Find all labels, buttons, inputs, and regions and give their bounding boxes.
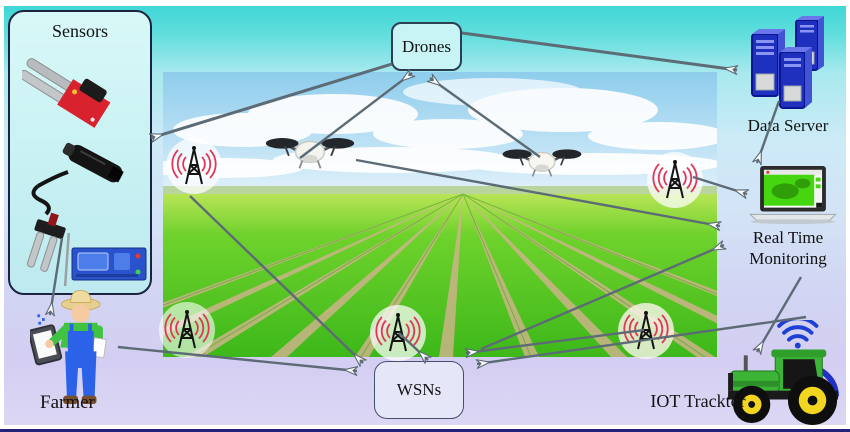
boot-right xyxy=(81,395,97,404)
farmer-label: Farmer xyxy=(40,392,95,413)
chassis xyxy=(728,390,839,400)
wifi-dot xyxy=(794,342,801,349)
exhaust-pipe xyxy=(743,355,748,377)
drones-label: Drones xyxy=(401,36,452,56)
antenna-bottom-center-icon xyxy=(370,305,426,361)
server-tower-front xyxy=(779,47,812,109)
sensors-panel-title: Sensors xyxy=(51,21,108,41)
overalls-legs xyxy=(65,351,97,398)
bottom-border-line xyxy=(0,429,850,432)
antenna-top-right-icon xyxy=(647,152,703,208)
drones-node-box: Drones xyxy=(391,22,462,71)
overalls-bib xyxy=(67,331,94,354)
left-arm xyxy=(48,324,69,346)
grille xyxy=(728,373,733,391)
iot-tractor-icon xyxy=(728,320,839,426)
left-hand xyxy=(45,339,54,349)
wifi-signal-icon xyxy=(777,320,819,342)
soil-moisture-sensor-icon xyxy=(22,58,111,128)
handheld-probe-sensor-icon xyxy=(31,142,124,216)
antenna-bottom-left-icon xyxy=(159,302,215,358)
antenna-bottom-right-icon xyxy=(618,303,674,359)
farmer-with-tablet-icon xyxy=(30,289,107,404)
cab-roof xyxy=(771,349,827,358)
laptop-monitoring-icon xyxy=(749,166,837,225)
drone-right-icon xyxy=(502,149,582,177)
boot-left xyxy=(63,395,78,404)
data-server-label: Data Server xyxy=(747,116,829,135)
relay-module xyxy=(71,247,147,281)
tablet-signal-dots xyxy=(37,314,45,325)
real-time-monitoring-label: Real Time Monitoring xyxy=(749,228,827,268)
fork-probe-relay-module-icon xyxy=(26,212,147,286)
sensors-panel: Sensors xyxy=(8,10,152,295)
wsns-label: WSNs xyxy=(396,380,442,399)
tablet-icon xyxy=(30,324,63,366)
wsns-node-box: WSNs xyxy=(374,361,464,419)
iot-tracktor-label: IOT Tracktor xyxy=(650,391,746,411)
antenna-top-left-icon xyxy=(166,138,222,194)
data-server-icon xyxy=(751,16,824,109)
face xyxy=(71,304,90,323)
drone-left-icon xyxy=(265,138,355,169)
